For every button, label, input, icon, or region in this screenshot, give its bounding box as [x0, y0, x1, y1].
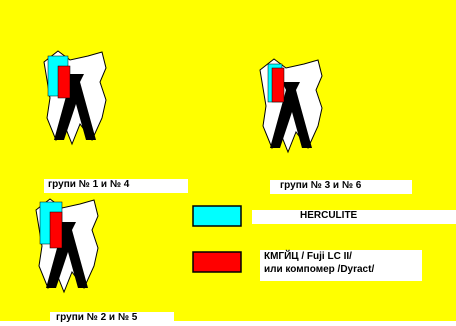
liner-layer — [272, 68, 284, 102]
tooth-diagram-group-1-4 — [44, 51, 106, 144]
legend-swatch-red — [193, 252, 241, 272]
legend-label-liner-line1: КМГЙЦ / Fuji LC II/ — [264, 251, 422, 264]
legend-label-herculite: HERCULITE — [252, 210, 456, 224]
caption-group-2-5: групи № 2 и № 5 — [50, 312, 174, 324]
liner-layer — [58, 66, 70, 98]
legend-label-liner-line2: или компомер /Dyract/ — [264, 264, 422, 277]
tooth-diagram-group-2-5 — [36, 199, 98, 292]
liner-layer — [50, 212, 62, 248]
caption-group-3-6: групи № 3 и № 6 — [270, 180, 412, 194]
legend-label-liner: КМГЙЦ / Fuji LC II/ или компомер /Dyract… — [260, 250, 422, 281]
legend-swatch-cyan — [193, 206, 241, 226]
caption-group-1-4: групи № 1 и № 4 — [44, 179, 188, 193]
tooth-diagram-group-3-6 — [260, 59, 322, 152]
